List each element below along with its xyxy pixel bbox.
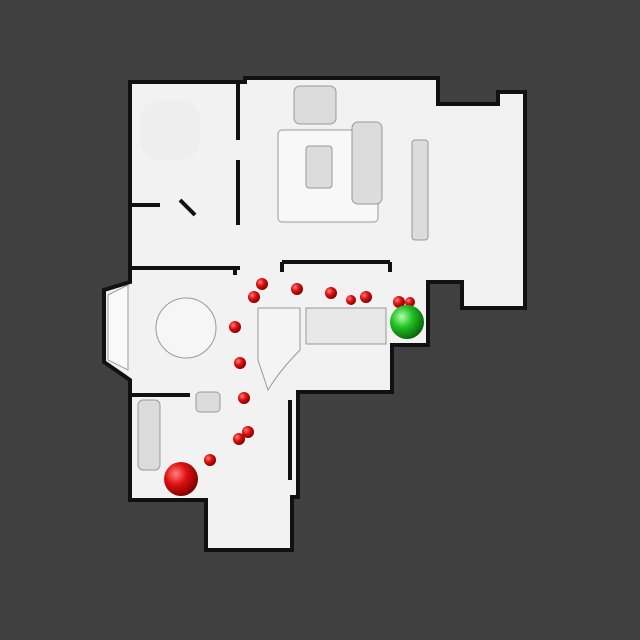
interior-walls xyxy=(130,82,392,480)
waypoint-marker xyxy=(405,297,415,307)
goal-marker xyxy=(390,305,424,339)
waypoint-marker xyxy=(360,291,372,303)
waypoint-marker xyxy=(234,357,246,369)
waypoint-marker xyxy=(393,296,405,308)
waypoint-marker xyxy=(256,278,268,290)
waypoint-marker xyxy=(242,426,254,438)
waypoint-marker xyxy=(346,295,356,305)
waypoint-marker xyxy=(291,283,303,295)
furniture xyxy=(107,85,429,471)
waypoint-marker xyxy=(204,454,216,466)
waypoint-marker xyxy=(238,392,250,404)
waypoint-marker xyxy=(325,287,337,299)
agent-start-marker xyxy=(164,462,198,496)
waypoint-marker xyxy=(233,433,245,445)
waypoint-marker xyxy=(229,321,241,333)
waypoint-marker xyxy=(248,291,260,303)
trajectory-waypoints xyxy=(204,278,415,466)
